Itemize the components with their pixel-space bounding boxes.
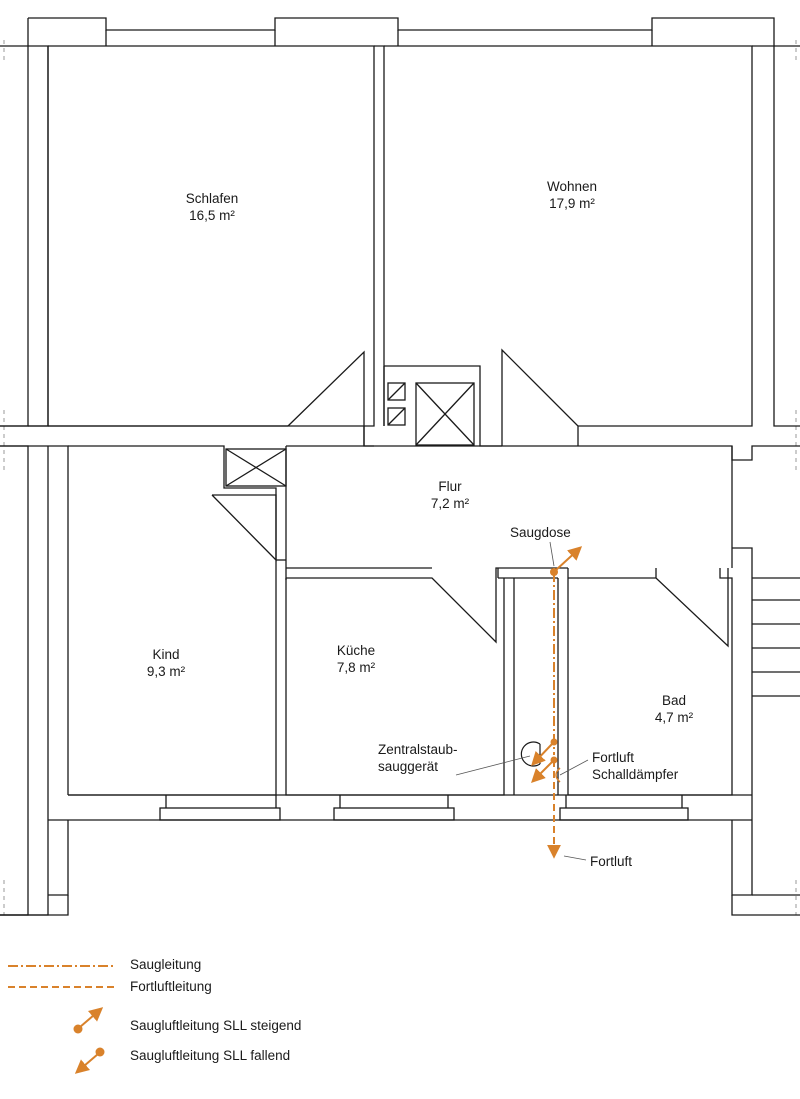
vacuum-system [455, 541, 589, 861]
legend-sll-fallend: Saugluftleitung SLL fallend [130, 1048, 291, 1063]
room-kueche-area: 7,8 m² [336, 660, 376, 675]
room-wohnen-name: Wohnen [546, 179, 598, 194]
legend-fortluftleitung: Fortluftleitung [130, 979, 212, 994]
legend-steigend-swatch [79, 1007, 104, 1028]
room-bad: Bad 4,7 m² [655, 692, 693, 726]
zentralstaubsauger-label: Zentralstaub- sauggerät [378, 741, 458, 775]
legend-symbols [8, 965, 114, 1074]
walls [0, 17, 800, 916]
legend-saugleitung: Saugleitung [130, 957, 202, 972]
zentralstaubsauger-label-line1: Zentralstaub- [378, 742, 458, 757]
legend-fallend-swatch [74, 1053, 99, 1074]
fortluft-schalldaempfer-line1: Fortluft [592, 750, 635, 765]
fortluft-schalldaempfer-label: Fortluft Schalldämpfer [592, 749, 678, 783]
room-kind: Kind 9,3 m² [147, 646, 185, 680]
room-schlafen: Schlafen 16,5 m² [186, 190, 239, 224]
room-wohnen: Wohnen 17,9 m² [547, 178, 597, 212]
schalldaempfer-mark [555, 767, 561, 783]
room-kind-name: Kind [152, 647, 180, 662]
fortluft-label: Fortluft [590, 854, 633, 869]
room-wohnen-area: 17,9 m² [549, 196, 595, 211]
edge-cut-lines [3, 40, 797, 915]
zentralstaubsauger-label-line2: sauggerät [378, 759, 439, 774]
legend-sll-steigend: Saugluftleitung SLL steigend [130, 1018, 302, 1033]
room-kueche: Küche 7,8 m² [337, 642, 375, 676]
room-bad-area: 4,7 m² [654, 710, 694, 725]
room-kind-area: 9,3 m² [146, 664, 186, 679]
room-flur-name: Flur [438, 479, 462, 494]
sll-steigend-arrow [555, 546, 583, 571]
sll-fallend-arrow-1 [531, 743, 553, 767]
fortluft-schalldaempfer-line2: Schalldämpfer [592, 767, 679, 782]
zentralstaubsauger-unit [520, 741, 541, 767]
room-flur-area: 7,2 m² [430, 496, 470, 511]
sll-fallend-arrow-2 [531, 761, 553, 783]
room-bad-name: Bad [661, 693, 687, 708]
room-flur: Flur 7,2 m² [431, 478, 469, 512]
room-schlafen-name: Schlafen [185, 191, 239, 206]
room-schlafen-area: 16,5 m² [189, 208, 235, 223]
saugdose-label: Saugdose [510, 525, 571, 540]
room-kueche-name: Küche [336, 643, 376, 658]
